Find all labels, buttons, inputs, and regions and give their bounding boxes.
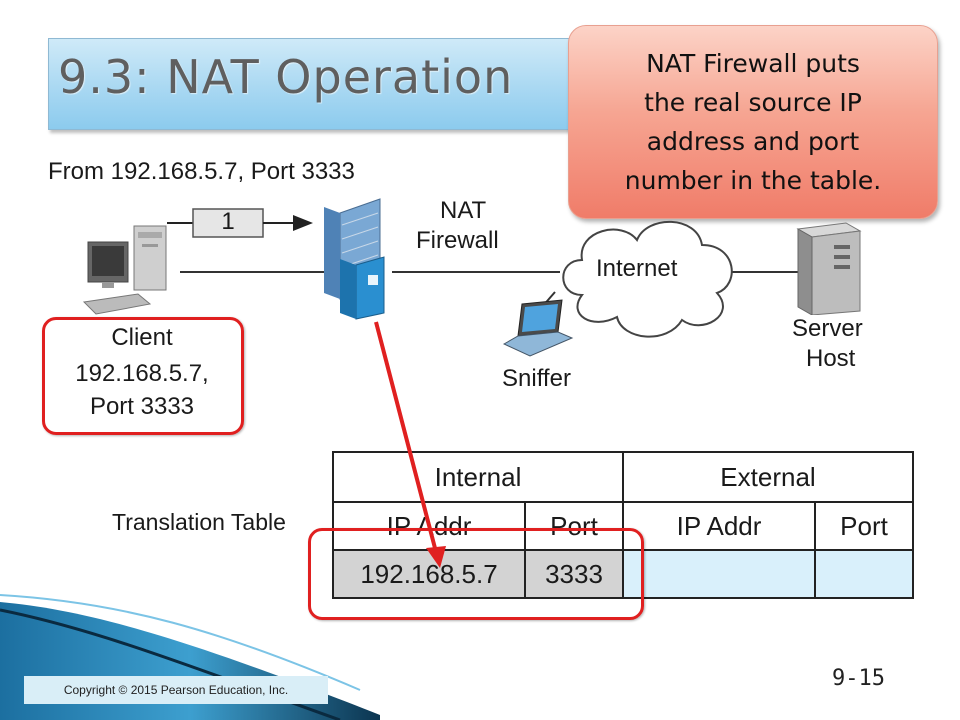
client-port-label: Port 3333	[89, 393, 195, 420]
sniffer-laptop-icon	[502, 299, 574, 357]
translation-table-label: Translation Table	[112, 509, 286, 535]
cell-internal-ip: 192.168.5.7	[332, 549, 526, 599]
copyright-notice: Copyright © 2015 Pearson Education, Inc.	[24, 676, 328, 704]
col-internal-port: Port	[524, 501, 624, 551]
callout-box: NAT Firewall puts the real source IP add…	[568, 25, 938, 219]
server-host-icon	[796, 222, 862, 315]
col-external-ip: IP Addr	[622, 501, 816, 551]
header-internal: Internal	[332, 451, 624, 503]
host-label: Host	[806, 345, 856, 372]
callout-text: NAT Firewall puts the real source IP add…	[624, 49, 882, 195]
table-row: 192.168.5.7 3333	[332, 549, 914, 599]
internet-cloud-icon	[562, 220, 733, 338]
sniffer-label: Sniffer	[502, 365, 571, 392]
internal-entry-highlight-box	[308, 528, 644, 620]
client-ip-label: 192.168.5.7,	[75, 360, 209, 387]
nat-label: NAT	[440, 197, 487, 224]
cell-external-port	[814, 549, 914, 599]
title-bar	[48, 38, 610, 130]
source-label: From 192.168.5.7, Port 3333	[48, 158, 355, 185]
translation-table: Internal External IP Addr Port IP Addr P…	[332, 451, 914, 599]
col-external-port: Port	[814, 501, 914, 551]
packet-number: 1	[221, 208, 235, 235]
header-external: External	[622, 451, 914, 503]
page-number: 9-15	[832, 666, 885, 691]
server-label: Server	[792, 315, 863, 342]
slide-title: 9.3: NAT Operation	[58, 50, 514, 104]
cell-internal-port: 3333	[524, 549, 624, 599]
packet-arrow	[167, 208, 313, 238]
firewall-label: Firewall	[416, 227, 499, 254]
internet-label: Internet	[596, 255, 678, 282]
client-computer-icon	[82, 225, 167, 315]
cell-external-ip	[622, 549, 816, 599]
nat-firewall-icon	[324, 198, 385, 320]
client-highlight-box	[42, 317, 244, 435]
client-label: Client	[111, 324, 173, 351]
